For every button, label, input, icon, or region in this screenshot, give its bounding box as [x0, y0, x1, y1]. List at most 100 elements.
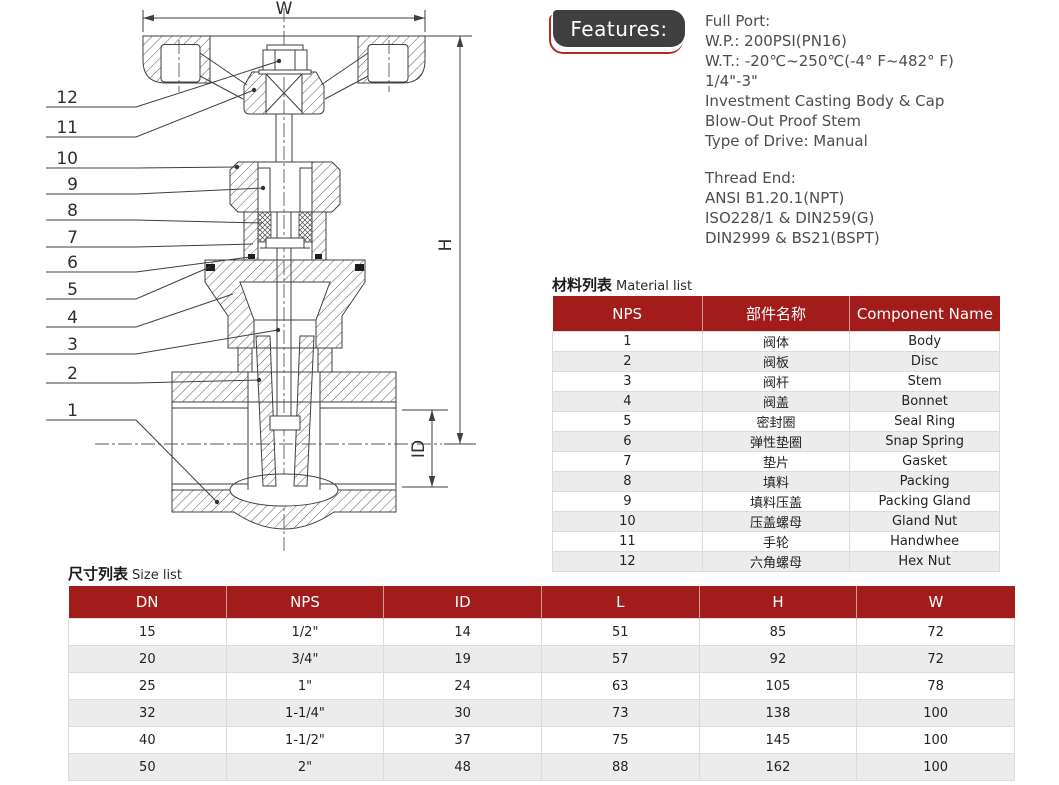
table-cell: 20 — [68, 645, 227, 673]
callout-3: 3 — [67, 335, 78, 355]
table-cell: 手轮 — [701, 531, 851, 552]
table-cell: Gland Nut — [849, 511, 1000, 532]
table-cell: 密封圈 — [701, 411, 851, 432]
table-cell: 15 — [68, 618, 227, 646]
table-cell: 压盖螺母 — [701, 511, 851, 532]
table-cell: Bonnet — [849, 391, 1000, 412]
disc-wedge — [255, 335, 315, 487]
dimension-h-label: H — [436, 239, 456, 252]
callout-2: 2 — [67, 364, 78, 384]
table-cell: 63 — [540, 672, 700, 700]
valve-technical-drawing: W H ID — [46, 0, 476, 552]
table-cell: 5 — [552, 411, 703, 432]
valve-body — [171, 347, 397, 530]
dimension-id-label: ID — [409, 440, 429, 458]
table-cell: 48 — [383, 753, 542, 781]
table-cell: 25 — [68, 672, 227, 700]
gland-nut — [229, 161, 341, 213]
table-cell: 6 — [552, 431, 703, 452]
callout-1: 1 — [67, 401, 78, 421]
table-cell: 3/4" — [225, 645, 385, 673]
callout-10: 10 — [56, 149, 78, 169]
hex-nut — [258, 44, 312, 75]
callout-4: 4 — [67, 308, 78, 328]
table-cell: 1" — [225, 672, 385, 700]
table-cell: 9 — [552, 491, 703, 512]
table-cell: 145 — [698, 726, 858, 754]
table-cell: 1-1/4" — [225, 699, 385, 727]
table-cell: 弹性垫圈 — [701, 431, 851, 452]
table-cell: 19 — [383, 645, 542, 673]
packing-gland — [257, 167, 271, 213]
table-cell: 72 — [856, 618, 1015, 646]
table-cell: 105 — [698, 672, 858, 700]
handwheel — [142, 35, 467, 115]
snap-spring — [248, 254, 255, 259]
table-cell: 2" — [225, 753, 385, 781]
features-list: Full Port:W.P.: 200PSI(PN16)W.T.: -20℃~2… — [705, 11, 954, 248]
col-header-component-name: Component Name — [849, 296, 1000, 332]
gasket — [260, 237, 310, 249]
table-cell: Snap Spring — [849, 431, 1000, 452]
table-cell: 162 — [698, 753, 858, 781]
table-cell: 7 — [552, 451, 703, 472]
feature-line: W.T.: -20℃~250℃(-4° F~482° F) — [705, 52, 954, 70]
table-cell: Handwhee — [849, 531, 1000, 552]
col-header-dn: DN — [68, 586, 227, 619]
table-cell: 12 — [552, 551, 703, 572]
feature-line — [705, 151, 954, 168]
table-cell: 垫片 — [701, 451, 851, 472]
table-cell: 100 — [856, 726, 1015, 754]
table-cell: 85 — [698, 618, 858, 646]
dimension-h: H — [430, 35, 476, 445]
table-cell: Hex Nut — [849, 551, 1000, 572]
table-cell: 2 — [552, 351, 703, 372]
material-list-title-en: Material list — [616, 279, 693, 294]
table-cell: 1-1/2" — [225, 726, 385, 754]
table-cell: 1 — [552, 331, 703, 352]
table-cell: 3 — [552, 371, 703, 392]
size-list-title-zh: 尺寸列表 — [68, 565, 129, 583]
table-cell: 72 — [856, 645, 1015, 673]
feature-line: Thread End: — [705, 169, 796, 187]
table-cell: 填料压盖 — [701, 491, 851, 512]
table-cell: 75 — [540, 726, 700, 754]
part-callouts: 12 11 10 9 8 7 6 5 4 3 2 1 — [46, 58, 282, 505]
feature-line: Blow-Out Proof Stem — [705, 112, 861, 130]
callout-11: 11 — [56, 118, 78, 138]
callout-12: 12 — [56, 88, 78, 108]
table-cell: Disc — [849, 351, 1000, 372]
table-cell: 138 — [698, 699, 858, 727]
feature-line: W.P.: 200PSI(PN16) — [705, 32, 847, 50]
col-header-part-name-zh: 部件名称 — [702, 296, 851, 332]
table-cell: 14 — [383, 618, 542, 646]
feature-line: ISO228/1 & DIN259(G) — [705, 209, 875, 227]
table-cell: 57 — [540, 645, 700, 673]
col-header-h: H — [699, 586, 858, 619]
feature-line: ANSI B1.20.1(NPT) — [705, 189, 845, 207]
features-badge: Features: — [549, 10, 685, 54]
feature-line: 1/4"-3" — [705, 72, 758, 90]
bonnet — [204, 254, 366, 349]
dimension-w: W — [142, 0, 426, 32]
feature-line: Investment Casting Body & Cap — [705, 92, 945, 110]
